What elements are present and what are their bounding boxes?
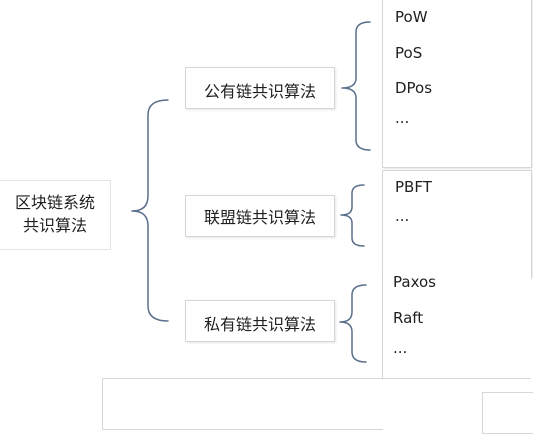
root-label-line2: 共识算法	[22, 216, 87, 235]
leaf-item: PoS	[395, 44, 423, 62]
leaf-box-consortium	[382, 170, 532, 278]
root-label: 区块链系统 共识算法	[0, 191, 110, 237]
leaf-box-private	[382, 266, 531, 379]
category-box-public	[185, 67, 335, 109]
category-label-public: 公有链共识算法	[203, 82, 316, 101]
leaf-item: ...	[395, 109, 410, 127]
leaf-item: ...	[395, 207, 410, 225]
leaf-item: Paxos	[393, 273, 436, 291]
bottom-panel	[102, 378, 383, 430]
category-box-consortium	[185, 195, 335, 237]
leaf-item: Raft	[393, 309, 424, 327]
leaf-box-public	[382, 0, 532, 168]
category-label-private: 私有链共识算法	[203, 315, 316, 334]
root-brace	[131, 99, 169, 322]
public-chain-brace	[341, 21, 371, 151]
root-label-line1: 区块链系统	[14, 193, 95, 212]
connector-braces	[131, 21, 371, 363]
leaf-item: ...	[393, 339, 408, 357]
root-node	[0, 180, 111, 250]
leaf-item: DPos	[395, 79, 433, 97]
bottom-right-panel	[482, 392, 533, 434]
category-box-private	[185, 300, 335, 342]
private-chain-brace	[339, 284, 367, 363]
leaf-item: PoW	[395, 8, 428, 26]
category-label-consortium: 联盟链共识算法	[203, 208, 316, 227]
consortium-chain-brace	[340, 184, 365, 247]
leaf-item: PBFT	[395, 178, 432, 196]
